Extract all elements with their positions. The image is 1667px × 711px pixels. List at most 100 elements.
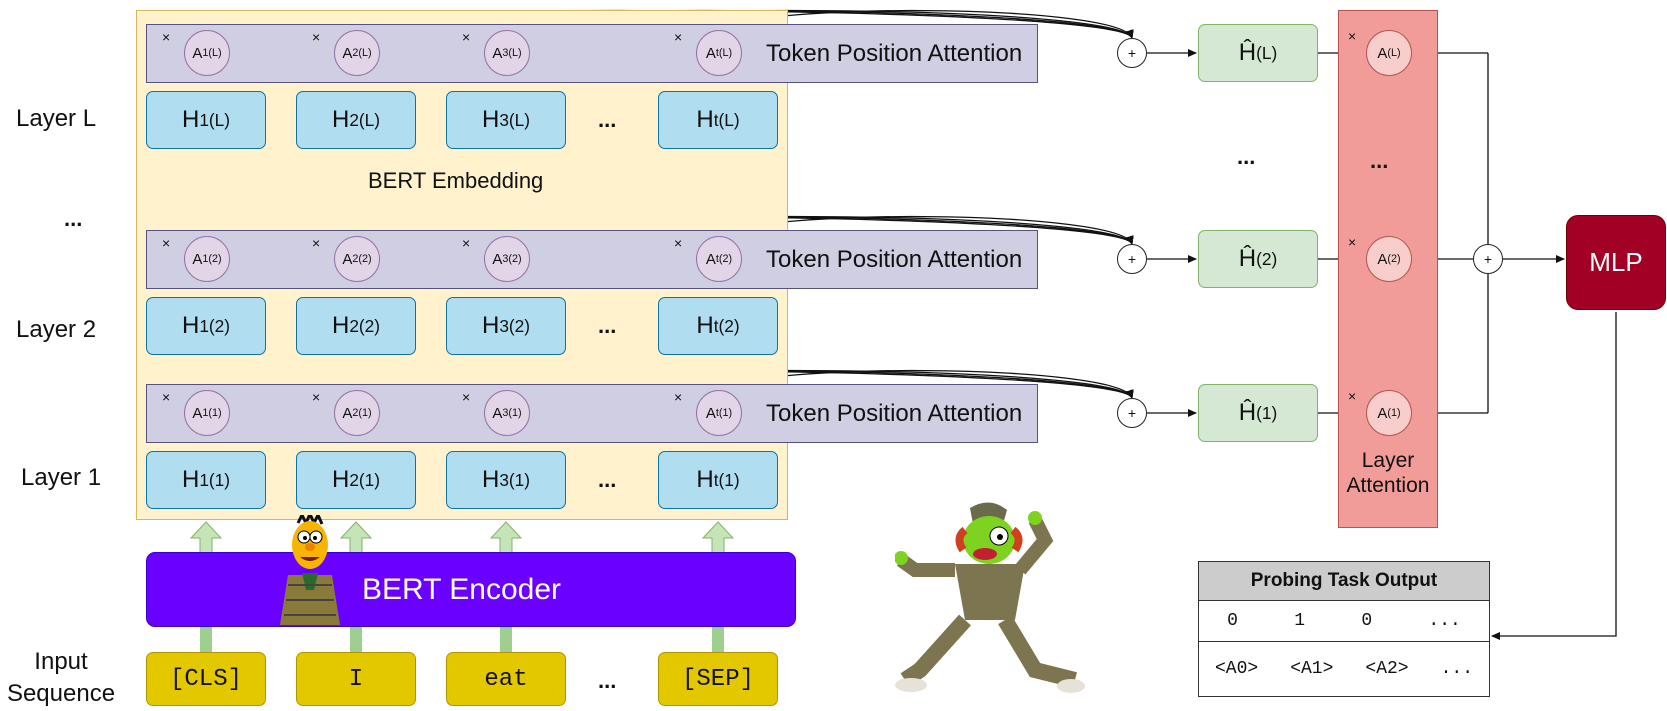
symbol-subscript: 1 bbox=[202, 407, 209, 419]
sum-node: + bbox=[1117, 38, 1147, 68]
probing-cell: ... bbox=[1428, 611, 1461, 631]
symbol-subscript: 2 bbox=[349, 469, 359, 490]
symbol-subscript: 2 bbox=[352, 407, 359, 419]
hidden-state-ellipsis: ... bbox=[598, 313, 617, 338]
layer-label-2: Layer 2 bbox=[16, 316, 97, 343]
symbol-base: H bbox=[696, 106, 714, 133]
input-token-box: I bbox=[296, 652, 416, 706]
token-position-attention-label: Token Position Attention bbox=[766, 40, 1023, 67]
symbol-base: A bbox=[1377, 250, 1388, 268]
symbol-subscript: 2 bbox=[349, 315, 359, 336]
symbol-base: A bbox=[1377, 44, 1388, 62]
probing-cell: <A2> bbox=[1365, 659, 1409, 679]
sum-node: + bbox=[1117, 244, 1147, 274]
symbol-base: A bbox=[192, 250, 203, 268]
layer-label-1: Layer 1 bbox=[21, 464, 102, 491]
probing-task-title: Probing Task Output bbox=[1199, 562, 1489, 601]
symbol-superscript: (1) bbox=[1256, 402, 1278, 423]
layer-representation-box: Ĥ(2) bbox=[1198, 230, 1318, 288]
symbol-superscript: (2) bbox=[508, 315, 531, 336]
symbol-superscript: (2) bbox=[358, 253, 372, 265]
symbol-subscript: 1 bbox=[199, 469, 209, 490]
input-sequence-line-2: Sequence bbox=[6, 680, 116, 708]
symbol-superscript: (1) bbox=[208, 407, 222, 419]
symbol-superscript: (L) bbox=[508, 109, 531, 130]
layer-representation-box: Ĥ(L) bbox=[1198, 24, 1318, 82]
symbol-superscript: (L) bbox=[208, 109, 231, 130]
layer-label-L: Layer L bbox=[16, 105, 97, 132]
symbol-base: A bbox=[492, 250, 503, 268]
input-token-box: eat bbox=[446, 652, 566, 706]
probing-cell: <A0> bbox=[1214, 659, 1259, 679]
symbol-subscript: 3 bbox=[499, 315, 509, 336]
symbol-superscript: (1) bbox=[208, 469, 231, 490]
input-token-box: [SEP] bbox=[658, 652, 778, 706]
probing-row-values: 0 1 0 ... bbox=[1199, 601, 1489, 642]
symbol-base: A bbox=[342, 250, 353, 268]
probing-cell: 1 bbox=[1294, 611, 1306, 631]
symbol-base: Ĥ bbox=[1238, 39, 1257, 66]
times-symbol: × bbox=[674, 235, 683, 251]
symbol-base: A bbox=[192, 44, 203, 62]
symbol-base: A bbox=[492, 44, 503, 62]
bert-character-icon bbox=[280, 515, 340, 625]
mlp-block: MLP bbox=[1566, 215, 1666, 310]
times-symbol: × bbox=[1348, 388, 1357, 404]
times-symbol: × bbox=[312, 29, 321, 45]
layer-attention-label: Layer Attention bbox=[1338, 448, 1438, 498]
layer-label-ellipsis: ... bbox=[64, 206, 83, 231]
probing-cell: <A1> bbox=[1290, 659, 1334, 679]
symbol-superscript: (2) bbox=[1387, 253, 1401, 265]
times-symbol: × bbox=[312, 235, 321, 251]
probing-cell: 0 bbox=[1227, 611, 1238, 631]
symbol-subscript: 2 bbox=[352, 47, 359, 59]
times-symbol: × bbox=[162, 389, 171, 405]
times-symbol: × bbox=[1348, 28, 1357, 44]
times-symbol: × bbox=[162, 235, 171, 251]
symbol-subscript: t bbox=[715, 253, 719, 265]
symbol-subscript: 3 bbox=[502, 253, 509, 265]
symbol-base: H bbox=[481, 106, 500, 133]
symbol-base: A bbox=[705, 404, 716, 422]
token-to-encoder-link bbox=[712, 627, 724, 653]
times-symbol: × bbox=[312, 389, 321, 405]
symbol-subscript: t bbox=[715, 47, 719, 59]
layer-attention-bubble: A(1) bbox=[1366, 390, 1412, 436]
symbol-subscript: 1 bbox=[199, 109, 209, 130]
layer-attention-line-2: Attention bbox=[1346, 474, 1430, 498]
layer-attention-bubble: A(L) bbox=[1366, 30, 1412, 76]
layer-attention-bubble: A(2) bbox=[1366, 236, 1412, 282]
probing-row-tags: <A0> <A1> <A2> ... bbox=[1199, 642, 1489, 696]
symbol-superscript: (2) bbox=[718, 253, 733, 265]
symbol-superscript: (L) bbox=[718, 109, 740, 130]
symbol-superscript: (1) bbox=[358, 407, 372, 419]
symbol-subscript: t bbox=[713, 109, 719, 130]
token-position-attention-band bbox=[146, 24, 1038, 83]
symbol-base: H bbox=[181, 106, 200, 133]
probing-task-table: Probing Task Output 0 1 0 ... <A0> <A1> … bbox=[1198, 561, 1490, 697]
symbol-superscript: (2) bbox=[508, 253, 522, 265]
bert-embedding-label: BERT Embedding bbox=[368, 168, 544, 193]
symbol-superscript: (1) bbox=[358, 469, 381, 490]
symbol-superscript: (2) bbox=[718, 315, 740, 336]
symbol-superscript: (L) bbox=[1256, 42, 1278, 63]
symbol-subscript: 3 bbox=[502, 407, 509, 419]
symbol-base: H bbox=[331, 466, 350, 493]
up-arrow-icon bbox=[701, 521, 735, 554]
final-sum-node: + bbox=[1473, 244, 1503, 274]
symbol-base: H bbox=[331, 312, 350, 339]
